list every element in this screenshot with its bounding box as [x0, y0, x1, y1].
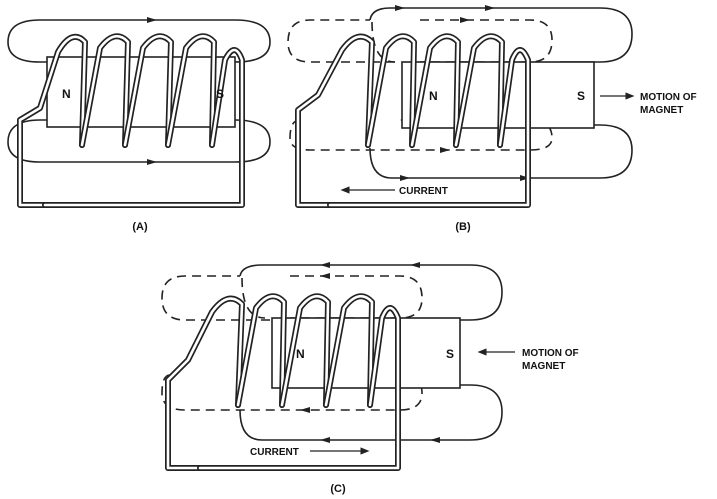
motion-label-line2: MAGNET	[640, 105, 683, 116]
panel-caption: (A)	[132, 221, 148, 233]
coil	[17, 33, 245, 208]
bar-magnet	[271, 317, 461, 389]
panel-b: N S CURRENT MOTION OF MAGNET (B)	[287, 5, 697, 233]
field-line-solid-top	[239, 264, 503, 321]
current-label: CURRENT	[399, 186, 448, 197]
field-line-outer-top	[287, 19, 395, 63]
motion-label-line1: MOTION OF	[640, 92, 697, 103]
field-line-inner-top	[371, 19, 553, 63]
magnet-north-label: N	[429, 89, 438, 103]
coil	[165, 293, 401, 471]
field-arrow-top	[147, 17, 157, 23]
magnet-south-label: S	[577, 89, 585, 103]
field-line-inner-top	[241, 275, 423, 319]
field-line-bottom	[7, 119, 271, 163]
magnet-south-label: S	[446, 347, 454, 361]
field-line-solid-top	[369, 7, 633, 63]
current-label: CURRENT	[250, 447, 299, 458]
panel-caption: (B)	[455, 221, 471, 233]
field-line-outer-top	[161, 275, 270, 321]
panel-c: N S CURRENT MOTION OF MAGNET (C)	[161, 262, 579, 495]
motion-label-line2: MAGNET	[522, 361, 565, 372]
field-line-solid-bottom	[369, 124, 633, 179]
magnet-north-label: N	[62, 87, 71, 101]
panel-a: N S (A)	[7, 17, 271, 233]
magnet-north-label: N	[296, 347, 305, 361]
coil	[295, 33, 531, 208]
field-line-top	[7, 19, 271, 63]
motion-label-line1: MOTION OF	[522, 348, 579, 359]
field-arrow-bottom	[147, 159, 157, 165]
field-line-solid-bottom	[239, 384, 503, 441]
panel-caption: (C)	[330, 483, 346, 495]
magnet-south-label: S	[216, 87, 224, 101]
